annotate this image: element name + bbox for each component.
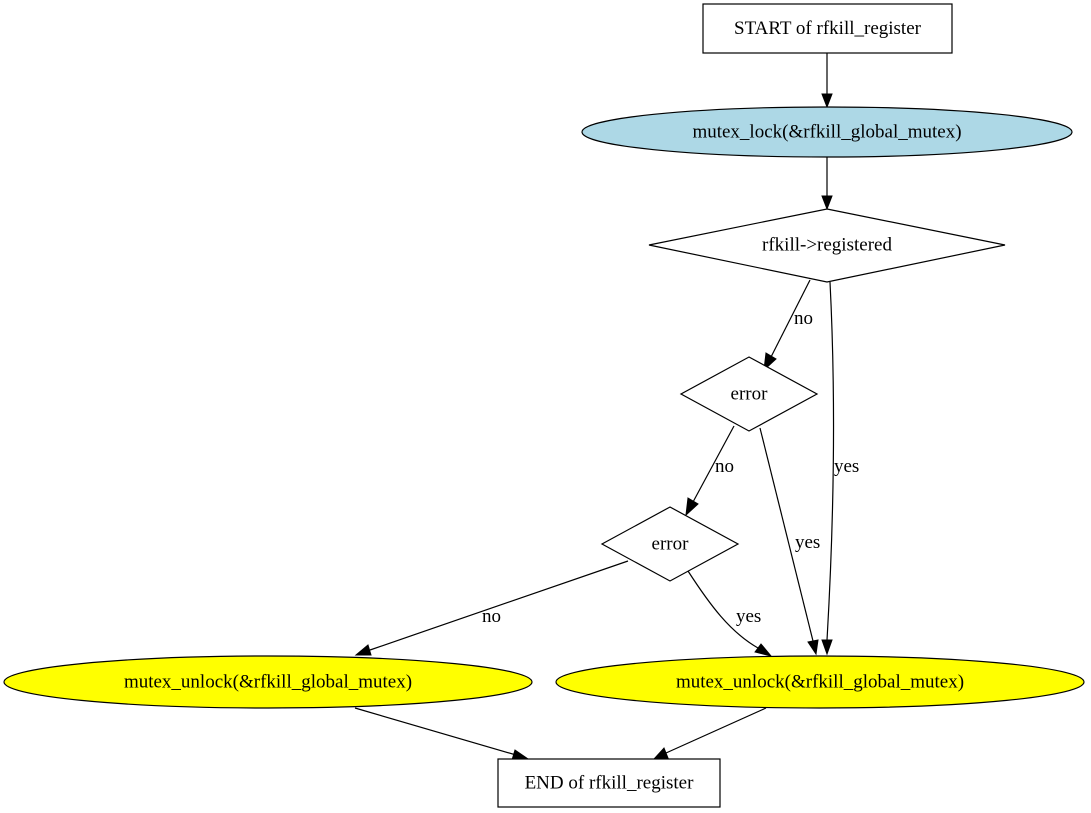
edge-label-error1-no: no [715, 456, 734, 477]
edge-label-registered-yes: yes [834, 456, 859, 477]
node-error2-label: error [652, 534, 690, 555]
edge-error1-no: no [685, 425, 735, 517]
edge-label-error2-no: no [482, 606, 501, 627]
edge-error2-no: no [354, 560, 629, 656]
edge-lock-to-registered [821, 157, 833, 211]
node-mutex-unlock-right-label: mutex_unlock(&rfkill_global_mutex) [676, 672, 964, 693]
node-end-label: END of rfkill_register [525, 773, 695, 794]
node-error1-label: error [731, 384, 769, 405]
node-registered-label: rfkill->registered [762, 235, 892, 256]
node-registered-decision: rfkill->registered [648, 208, 1006, 283]
node-start-label: START of rfkill_register [734, 18, 922, 39]
node-error2-decision: error [600, 506, 740, 582]
edge-start-to-lock [821, 53, 833, 109]
node-mutex-unlock-left: mutex_unlock(&rfkill_global_mutex) [3, 655, 533, 709]
node-mutex-lock-shape [581, 106, 1073, 158]
edge-unlock-left-to-end [354, 707, 530, 761]
node-mutex-lock-label: mutex_lock(&rfkill_global_mutex) [692, 122, 961, 143]
edge-label-error1-yes: yes [795, 532, 820, 553]
node-mutex-lock: mutex_lock(&rfkill_global_mutex) [581, 106, 1073, 158]
node-end: END of rfkill_register [497, 758, 721, 808]
node-error1-decision: error [679, 356, 819, 432]
node-mutex-unlock-left-label: mutex_unlock(&rfkill_global_mutex) [124, 672, 412, 693]
node-start: START of rfkill_register [702, 3, 953, 54]
edge-registered-yes: yes [821, 281, 859, 656]
edge-error2-yes: yes [687, 570, 773, 657]
node-mutex-unlock-right: mutex_unlock(&rfkill_global_mutex) [555, 655, 1085, 709]
edge-registered-no: no [763, 279, 813, 372]
edge-label-error2-yes: yes [736, 606, 761, 627]
edge-error1-yes: yes [759, 427, 820, 656]
edge-unlock-right-to-end [652, 707, 767, 760]
edge-label-registered-no: no [794, 308, 813, 329]
